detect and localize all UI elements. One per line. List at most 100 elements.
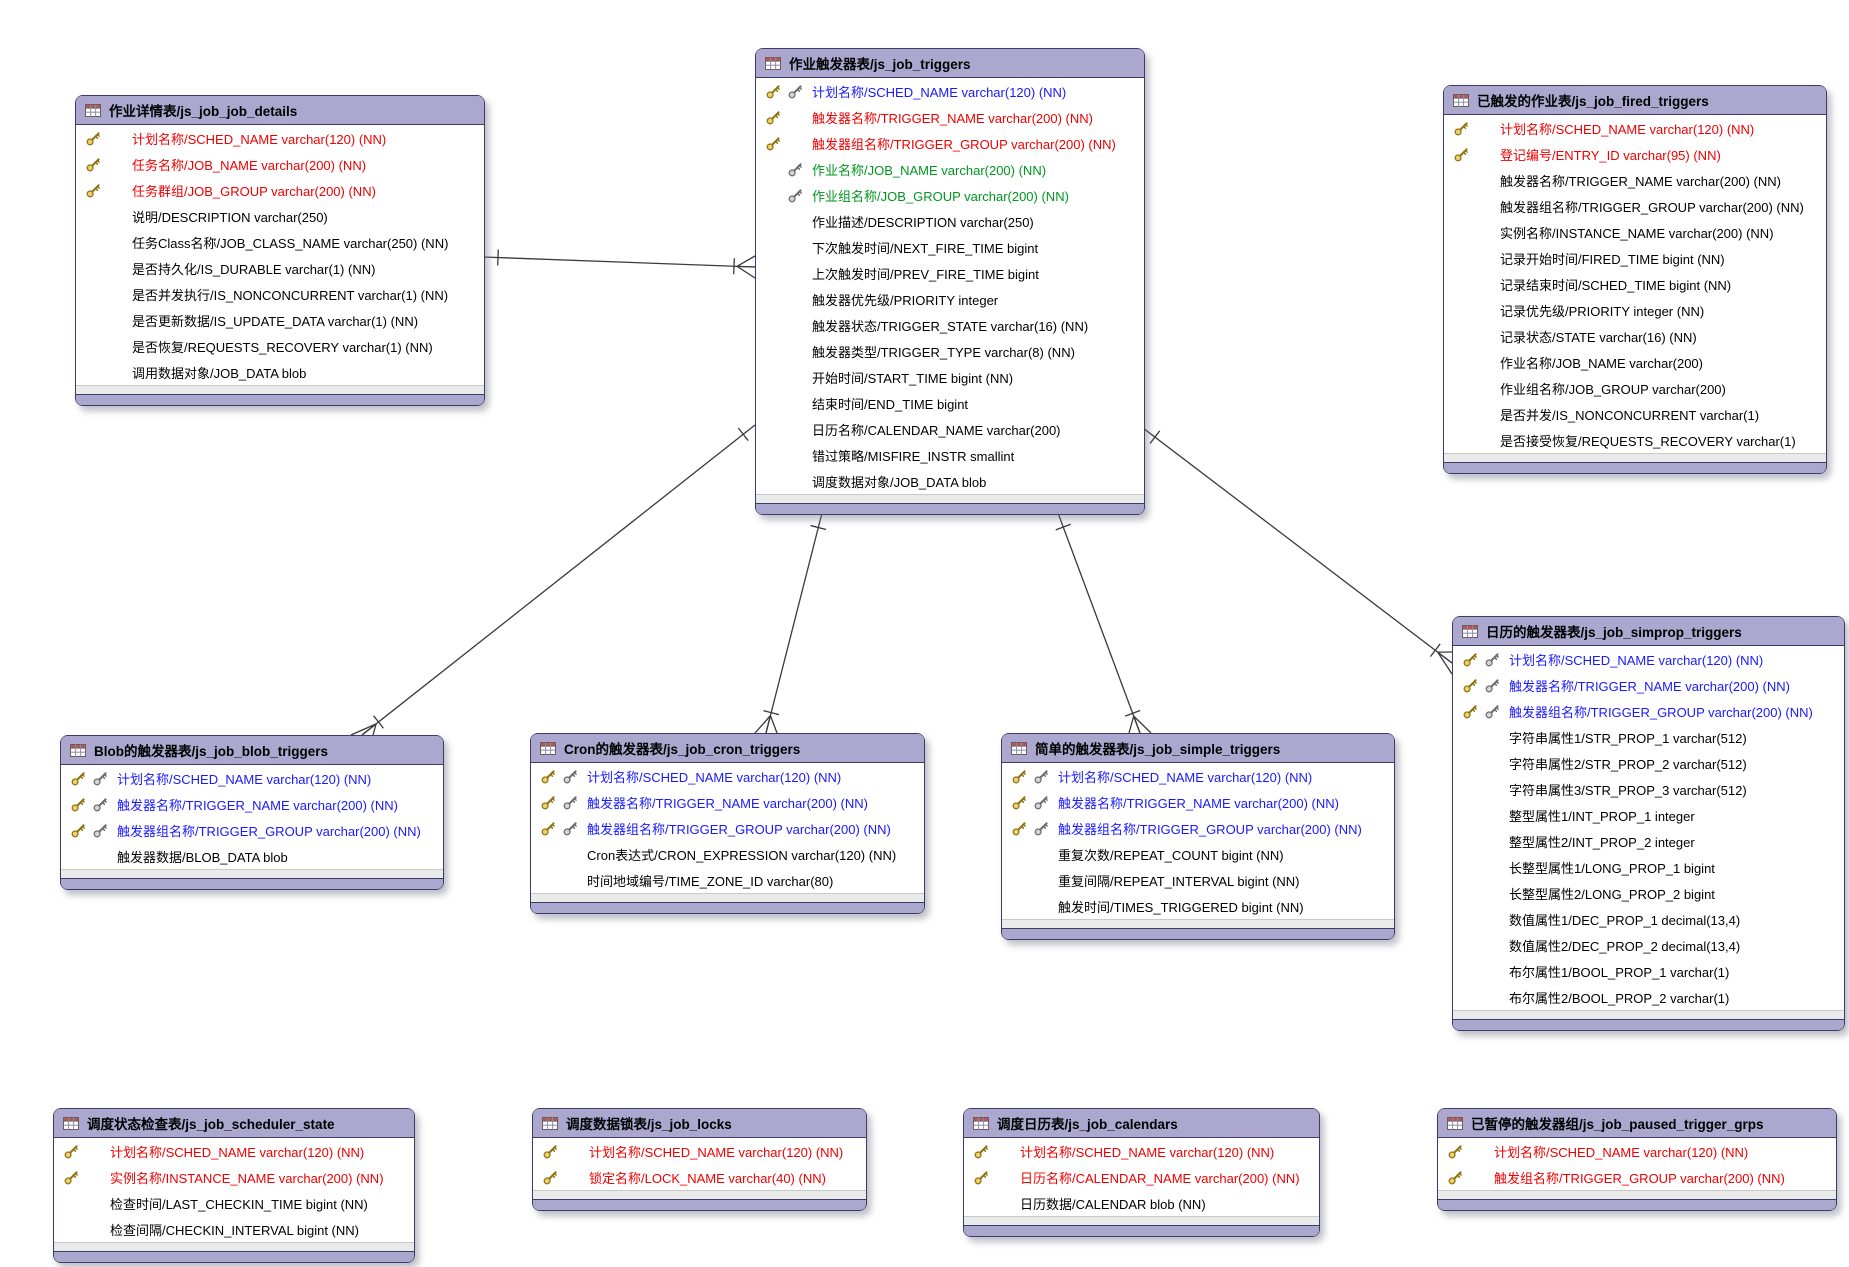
table-js_job_simple_triggers[interactable]: 简单的触发器表/js_job_simple_triggers 计划名称/SCHE… bbox=[1001, 733, 1395, 940]
field-row[interactable]: 是否更新数据/IS_UPDATE_DATA varchar(1) (NN) bbox=[76, 307, 484, 333]
field-row[interactable]: 字符串属性1/STR_PROP_1 varchar(512) bbox=[1453, 724, 1844, 750]
table-header[interactable]: 日历的触发器表/js_job_simprop_triggers bbox=[1453, 617, 1844, 646]
relationship-js_job_triggers-js_job_simple_triggers[interactable] bbox=[1055, 512, 1152, 734]
field-row[interactable]: 触发器数据/BLOB_DATA blob bbox=[61, 843, 443, 869]
field-row[interactable]: 触发器名称/TRIGGER_NAME varchar(200) (NN) bbox=[1444, 167, 1826, 193]
field-row[interactable]: 触发器优先级/PRIORITY integer bbox=[756, 286, 1144, 312]
table-js_job_fired_triggers[interactable]: 已触发的作业表/js_job_fired_triggers 计划名称/SCHED… bbox=[1443, 85, 1827, 474]
field-row[interactable]: 布尔属性1/BOOL_PROP_1 varchar(1) bbox=[1453, 958, 1844, 984]
field-row[interactable]: 日历名称/CALENDAR_NAME varchar(200) bbox=[756, 416, 1144, 442]
field-row[interactable]: 结束时间/END_TIME bigint bbox=[756, 390, 1144, 416]
field-row[interactable]: 触发器名称/TRIGGER_NAME varchar(200) (NN) bbox=[1453, 672, 1844, 698]
relationship-js_job_triggers-js_job_simprop_triggers[interactable] bbox=[1142, 427, 1453, 675]
field-row[interactable]: 长整型属性1/LONG_PROP_1 bigint bbox=[1453, 854, 1844, 880]
table-header[interactable]: Blob的触发器表/js_job_blob_triggers bbox=[61, 736, 443, 765]
field-row[interactable]: 触发器名称/TRIGGER_NAME varchar(200) (NN) bbox=[756, 104, 1144, 130]
field-row[interactable]: 触发器名称/TRIGGER_NAME varchar(200) (NN) bbox=[1002, 789, 1394, 815]
field-row[interactable]: 计划名称/SCHED_NAME varchar(120) (NN) bbox=[531, 763, 924, 789]
table-js_job_triggers[interactable]: 作业触发器表/js_job_triggers 计划名称/SCHED_NAME v… bbox=[755, 48, 1145, 515]
table-js_job_paused_trigger_grps[interactable]: 已暂停的触发器组/js_job_paused_trigger_grps 计划名称… bbox=[1437, 1108, 1837, 1211]
field-row[interactable]: 错过策略/MISFIRE_INSTR smallint bbox=[756, 442, 1144, 468]
relationship-js_job_triggers-js_job_cron_triggers[interactable] bbox=[754, 512, 827, 734]
field-row[interactable]: 下次触发时间/NEXT_FIRE_TIME bigint bbox=[756, 234, 1144, 260]
table-js_job_calendars[interactable]: 调度日历表/js_job_calendars 计划名称/SCHED_NAME v… bbox=[963, 1108, 1320, 1237]
field-row[interactable]: 是否并发/IS_NONCONCURRENT varchar(1) bbox=[1444, 401, 1826, 427]
field-row[interactable]: 计划名称/SCHED_NAME varchar(120) (NN) bbox=[1438, 1138, 1836, 1164]
field-row[interactable]: 重复次数/REPEAT_COUNT bigint (NN) bbox=[1002, 841, 1394, 867]
field-row[interactable]: 时间地域编号/TIME_ZONE_ID varchar(80) bbox=[531, 867, 924, 893]
field-row[interactable]: 整型属性2/INT_PROP_2 integer bbox=[1453, 828, 1844, 854]
field-row[interactable]: 是否恢复/REQUESTS_RECOVERY varchar(1) (NN) bbox=[76, 333, 484, 359]
field-row[interactable]: 计划名称/SCHED_NAME varchar(120) (NN) bbox=[54, 1138, 414, 1164]
field-row[interactable]: 触发器组名称/TRIGGER_GROUP varchar(200) (NN) bbox=[1444, 193, 1826, 219]
table-js_job_locks[interactable]: 调度数据锁表/js_job_locks 计划名称/SCHED_NAME varc… bbox=[532, 1108, 867, 1211]
field-row[interactable]: 触发器名称/TRIGGER_NAME varchar(200) (NN) bbox=[531, 789, 924, 815]
field-row[interactable]: Cron表达式/CRON_EXPRESSION varchar(120) (NN… bbox=[531, 841, 924, 867]
field-row[interactable]: 触发器类型/TRIGGER_TYPE varchar(8) (NN) bbox=[756, 338, 1144, 364]
field-row[interactable]: 锁定名称/LOCK_NAME varchar(40) (NN) bbox=[533, 1164, 866, 1190]
field-row[interactable]: 数值属性2/DEC_PROP_2 decimal(13,4) bbox=[1453, 932, 1844, 958]
table-header[interactable]: 简单的触发器表/js_job_simple_triggers bbox=[1002, 734, 1394, 763]
field-row[interactable]: 任务名称/JOB_NAME varchar(200) (NN) bbox=[76, 151, 484, 177]
table-header[interactable]: 调度状态检查表/js_job_scheduler_state bbox=[54, 1109, 414, 1138]
field-row[interactable]: 记录开始时间/FIRED_TIME bigint (NN) bbox=[1444, 245, 1826, 271]
table-header[interactable]: 已触发的作业表/js_job_fired_triggers bbox=[1444, 86, 1826, 115]
table-header[interactable]: Cron的触发器表/js_job_cron_triggers bbox=[531, 734, 924, 763]
field-row[interactable]: 作业名称/JOB_NAME varchar(200) (NN) bbox=[756, 156, 1144, 182]
field-row[interactable]: 实例名称/INSTANCE_NAME varchar(200) (NN) bbox=[1444, 219, 1826, 245]
field-row[interactable]: 调度数据对象/JOB_DATA blob bbox=[756, 468, 1144, 494]
field-row[interactable]: 任务Class名称/JOB_CLASS_NAME varchar(250) (N… bbox=[76, 229, 484, 255]
field-row[interactable]: 计划名称/SCHED_NAME varchar(120) (NN) bbox=[76, 125, 484, 151]
field-row[interactable]: 触发器组名称/TRIGGER_GROUP varchar(200) (NN) bbox=[756, 130, 1144, 156]
field-row[interactable]: 触发器组名称/TRIGGER_GROUP varchar(200) (NN) bbox=[61, 817, 443, 843]
field-row[interactable]: 实例名称/INSTANCE_NAME varchar(200) (NN) bbox=[54, 1164, 414, 1190]
field-row[interactable]: 字符串属性3/STR_PROP_3 varchar(512) bbox=[1453, 776, 1844, 802]
field-row[interactable]: 记录优先级/PRIORITY integer (NN) bbox=[1444, 297, 1826, 323]
table-header[interactable]: 调度日历表/js_job_calendars bbox=[964, 1109, 1319, 1138]
field-row[interactable]: 触发器组名称/TRIGGER_GROUP varchar(200) (NN) bbox=[1002, 815, 1394, 841]
table-js_job_job_details[interactable]: 作业详情表/js_job_job_details 计划名称/SCHED_NAME… bbox=[75, 95, 485, 406]
field-row[interactable]: 计划名称/SCHED_NAME varchar(120) (NN) bbox=[61, 765, 443, 791]
field-row[interactable]: 开始时间/START_TIME bigint (NN) bbox=[756, 364, 1144, 390]
table-header[interactable]: 作业触发器表/js_job_triggers bbox=[756, 49, 1144, 78]
field-row[interactable]: 重复间隔/REPEAT_INTERVAL bigint (NN) bbox=[1002, 867, 1394, 893]
table-header[interactable]: 已暂停的触发器组/js_job_paused_trigger_grps bbox=[1438, 1109, 1836, 1138]
field-row[interactable]: 日历名称/CALENDAR_NAME varchar(200) (NN) bbox=[964, 1164, 1319, 1190]
field-row[interactable]: 计划名称/SCHED_NAME varchar(120) (NN) bbox=[533, 1138, 866, 1164]
field-row[interactable]: 计划名称/SCHED_NAME varchar(120) (NN) bbox=[964, 1138, 1319, 1164]
table-js_job_simprop_triggers[interactable]: 日历的触发器表/js_job_simprop_triggers 计划名称/SCH… bbox=[1452, 616, 1845, 1031]
field-row[interactable]: 字符串属性2/STR_PROP_2 varchar(512) bbox=[1453, 750, 1844, 776]
field-row[interactable]: 数值属性1/DEC_PROP_1 decimal(13,4) bbox=[1453, 906, 1844, 932]
field-row[interactable]: 是否并发执行/IS_NONCONCURRENT varchar(1) (NN) bbox=[76, 281, 484, 307]
field-row[interactable]: 日历数据/CALENDAR blob (NN) bbox=[964, 1190, 1319, 1216]
field-row[interactable]: 作业组名称/JOB_GROUP varchar(200) bbox=[1444, 375, 1826, 401]
field-row[interactable]: 触发时间/TIMES_TRIGGERED bigint (NN) bbox=[1002, 893, 1394, 919]
field-row[interactable]: 上次触发时间/PREV_FIRE_TIME bigint bbox=[756, 260, 1144, 286]
field-row[interactable]: 触发器组名称/TRIGGER_GROUP varchar(200) (NN) bbox=[531, 815, 924, 841]
field-row[interactable]: 任务群组/JOB_GROUP varchar(200) (NN) bbox=[76, 177, 484, 203]
table-header[interactable]: 调度数据锁表/js_job_locks bbox=[533, 1109, 866, 1138]
field-row[interactable]: 长整型属性2/LONG_PROP_2 bigint bbox=[1453, 880, 1844, 906]
table-js_job_blob_triggers[interactable]: Blob的触发器表/js_job_blob_triggers 计划名称/SCHE… bbox=[60, 735, 444, 890]
field-row[interactable]: 是否持久化/IS_DURABLE varchar(1) (NN) bbox=[76, 255, 484, 281]
field-row[interactable]: 说明/DESCRIPTION varchar(250) bbox=[76, 203, 484, 229]
field-row[interactable]: 计划名称/SCHED_NAME varchar(120) (NN) bbox=[1002, 763, 1394, 789]
field-row[interactable]: 记录结束时间/SCHED_TIME bigint (NN) bbox=[1444, 271, 1826, 297]
field-row[interactable]: 调用数据对象/JOB_DATA blob bbox=[76, 359, 484, 385]
relationship-js_job_triggers-js_job_blob_triggers[interactable] bbox=[350, 424, 756, 736]
field-row[interactable]: 触发器组名称/TRIGGER_GROUP varchar(200) (NN) bbox=[1453, 698, 1844, 724]
table-js_job_scheduler_state[interactable]: 调度状态检查表/js_job_scheduler_state 计划名称/SCHE… bbox=[53, 1108, 415, 1263]
field-row[interactable]: 检查间隔/CHECKIN_INTERVAL bigint (NN) bbox=[54, 1216, 414, 1242]
field-row[interactable]: 计划名称/SCHED_NAME varchar(120) (NN) bbox=[1444, 115, 1826, 141]
field-row[interactable]: 检查时间/LAST_CHECKIN_TIME bigint (NN) bbox=[54, 1190, 414, 1216]
field-row[interactable]: 记录状态/STATE varchar(16) (NN) bbox=[1444, 323, 1826, 349]
field-row[interactable]: 触发器状态/TRIGGER_STATE varchar(16) (NN) bbox=[756, 312, 1144, 338]
field-row[interactable]: 布尔属性2/BOOL_PROP_2 varchar(1) bbox=[1453, 984, 1844, 1010]
field-row[interactable]: 登记编号/ENTRY_ID varchar(95) (NN) bbox=[1444, 141, 1826, 167]
field-row[interactable]: 触发器名称/TRIGGER_NAME varchar(200) (NN) bbox=[61, 791, 443, 817]
field-row[interactable]: 是否接受恢复/REQUESTS_RECOVERY varchar(1) bbox=[1444, 427, 1826, 453]
table-header[interactable]: 作业详情表/js_job_job_details bbox=[76, 96, 484, 125]
field-row[interactable]: 计划名称/SCHED_NAME varchar(120) (NN) bbox=[756, 78, 1144, 104]
relationship-js_job_job_details-js_job_triggers[interactable] bbox=[482, 249, 756, 279]
field-row[interactable]: 计划名称/SCHED_NAME varchar(120) (NN) bbox=[1453, 646, 1844, 672]
